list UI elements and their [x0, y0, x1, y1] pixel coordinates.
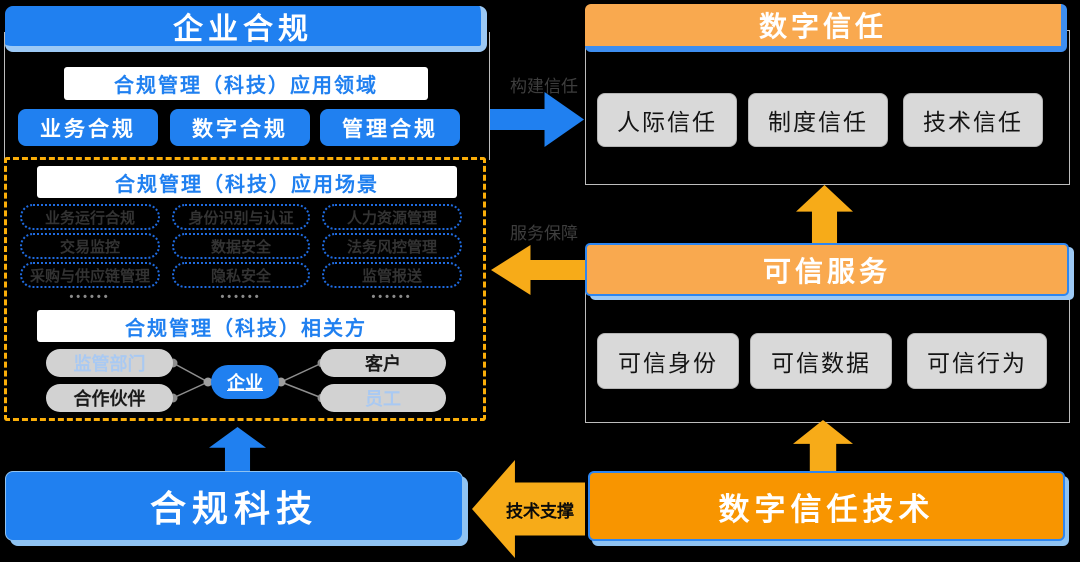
application-domain-label: 合规管理（科技）应用领域 — [114, 75, 378, 97]
scene-label: 身份识别与认证 — [188, 209, 294, 227]
arrow-right-build-trust — [490, 92, 584, 147]
arrow-up-compliance-tech — [209, 427, 266, 472]
scene-label: 人力资源管理 — [346, 209, 437, 227]
arrow-up-trusted-services — [796, 185, 853, 243]
scene-label: 交易监控 — [59, 238, 120, 256]
compliance-tech-title: 合规科技 — [149, 488, 318, 529]
enterprise-compliance-frame — [4, 32, 490, 160]
trust-interpersonal: 人际信任 — [597, 93, 737, 147]
application-scene-bar: 合规管理（科技）应用场景 — [37, 166, 457, 198]
enterprise-compliance-title: 企业合规 — [173, 13, 313, 46]
trust-institutional: 制度信任 — [748, 93, 888, 147]
scene-label: 采购与供应链管理 — [29, 267, 150, 285]
stakeholder-bar: 合规管理（科技）相关方 — [37, 310, 455, 342]
service-trusted-data: 可信数据 — [750, 333, 892, 389]
domain-label: 数字合规 — [192, 117, 288, 141]
service-guarantee-label: 服务保障 — [510, 223, 578, 243]
stakeholder-partner: 合作伙伴 — [46, 384, 173, 412]
stakeholder-name: 员工 — [365, 389, 401, 409]
arrow-left-service-guarantee — [491, 245, 585, 295]
scene-privacy-security: 隐私安全 — [172, 262, 310, 288]
digital-trust-header: 数字信任 — [585, 4, 1067, 52]
trusted-services-title: 可信服务 — [762, 255, 891, 287]
compliance-tech-box: 合规科技 — [5, 471, 463, 541]
scene-business-operation: 业务运行合规 — [20, 204, 160, 230]
stakeholder-name: 企业 — [227, 373, 263, 393]
stakeholder-regulator: 监管部门 — [46, 349, 173, 377]
scene-hr-management: 人力资源管理 — [322, 204, 462, 230]
digital-trust-tech-box: 数字信任技术 — [588, 471, 1065, 541]
trust-technical: 技术信任 — [903, 93, 1043, 147]
scene-label: 业务运行合规 — [44, 209, 135, 227]
service-trusted-identity: 可信身份 — [597, 333, 739, 389]
stakeholder-name: 监管部门 — [73, 354, 146, 374]
service-item-label: 可信行为 — [927, 350, 1027, 376]
enterprise-compliance-header: 企业合规 — [5, 6, 487, 52]
digital-trust-title: 数字信任 — [758, 11, 887, 42]
stakeholder-employee: 员工 — [320, 384, 446, 412]
tech-support-label: 技术支撑 — [506, 501, 574, 521]
scene-label: 隐私安全 — [210, 267, 271, 285]
service-item-label: 可信数据 — [771, 350, 871, 376]
scene-label: 法务风控管理 — [346, 238, 437, 256]
build-trust-label: 构建信任 — [510, 76, 578, 96]
scene-identity-auth: 身份识别与认证 — [172, 204, 310, 230]
scene-legal-risk: 法务风控管理 — [322, 233, 462, 259]
trust-item-label: 制度信任 — [768, 109, 868, 135]
application-scene-box — [4, 157, 486, 421]
application-domain-bar: 合规管理（科技）应用领域 — [64, 67, 428, 100]
scene-transaction-monitoring: 交易监控 — [20, 233, 160, 259]
stakeholder-label: 合规管理（科技）相关方 — [125, 317, 367, 340]
application-scene-label: 合规管理（科技）应用场景 — [115, 173, 379, 196]
digital-trust-tech-title: 数字信任技术 — [718, 491, 935, 527]
service-item-label: 可信身份 — [618, 350, 718, 376]
domain-label: 业务合规 — [40, 117, 136, 141]
scene-label: 监管报送 — [361, 267, 422, 285]
domain-digital-compliance: 数字合规 — [170, 109, 310, 146]
domain-label: 管理合规 — [342, 117, 438, 141]
stakeholder-name: 客户 — [365, 354, 401, 374]
scene-data-security: 数据安全 — [172, 233, 310, 259]
scene-ellipsis: •••••• — [371, 291, 413, 303]
scene-regulatory-reporting: 监管报送 — [322, 262, 462, 288]
scene-procurement-supplychain: 采购与供应链管理 — [20, 262, 160, 288]
arrow-up-digital-trust-tech — [793, 420, 853, 472]
service-trusted-behavior: 可信行为 — [907, 333, 1047, 389]
scene-ellipsis: •••••• — [69, 291, 111, 303]
domain-business-compliance: 业务合规 — [18, 109, 158, 146]
trust-item-label: 人际信任 — [617, 109, 717, 135]
trust-item-label: 技术信任 — [923, 109, 1023, 135]
trusted-services-header: 可信服务 — [585, 243, 1069, 296]
stakeholder-enterprise-node: 企业 — [211, 365, 279, 399]
domain-management-compliance: 管理合规 — [320, 109, 460, 146]
scene-ellipsis: •••••• — [220, 291, 262, 303]
stakeholder-customer: 客户 — [320, 349, 446, 377]
stakeholder-name: 合作伙伴 — [73, 389, 146, 409]
scene-label: 数据安全 — [210, 238, 271, 256]
